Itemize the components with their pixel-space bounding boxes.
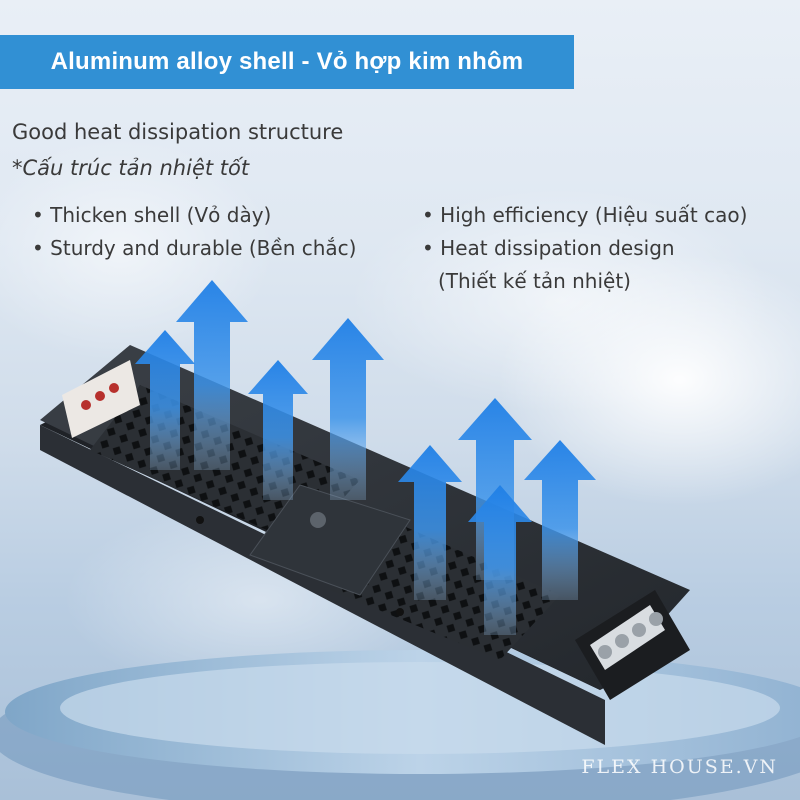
heat-arrow-icon bbox=[398, 445, 462, 600]
title-banner: Aluminum alloy shell - Vỏ hợp kim nhôm bbox=[0, 35, 574, 89]
feature-heat-dissipation: • Heat dissipation design bbox=[422, 236, 675, 260]
heat-arrow-icon bbox=[524, 440, 596, 600]
heat-arrow-icon bbox=[312, 318, 384, 500]
subtitle-vietnamese: *Cấu trúc tản nhiệt tốt bbox=[12, 156, 250, 180]
feature-thicken-shell: • Thicken shell (Vỏ dày) bbox=[32, 203, 272, 227]
feature-heat-dissipation-vi: (Thiết kế tản nhiệt) bbox=[438, 269, 631, 293]
heat-arrow-icon bbox=[176, 280, 248, 470]
title-text: Aluminum alloy shell - Vỏ hợp kim nhôm bbox=[50, 48, 524, 75]
watermark: FLEX HOUSE.VN bbox=[581, 756, 778, 778]
subtitle-english: Good heat dissipation structure bbox=[12, 120, 344, 144]
feature-high-efficiency: • High efficiency (Hiệu suất cao) bbox=[422, 203, 748, 227]
heat-arrow-icon bbox=[248, 360, 308, 500]
feature-sturdy-durable: • Sturdy and durable (Bền chắc) bbox=[32, 236, 357, 260]
heat-arrow-icon bbox=[135, 330, 195, 470]
brand-logo-icon bbox=[310, 512, 326, 528]
heat-arrow-icon bbox=[468, 485, 532, 635]
heat-arrows bbox=[135, 280, 596, 635]
